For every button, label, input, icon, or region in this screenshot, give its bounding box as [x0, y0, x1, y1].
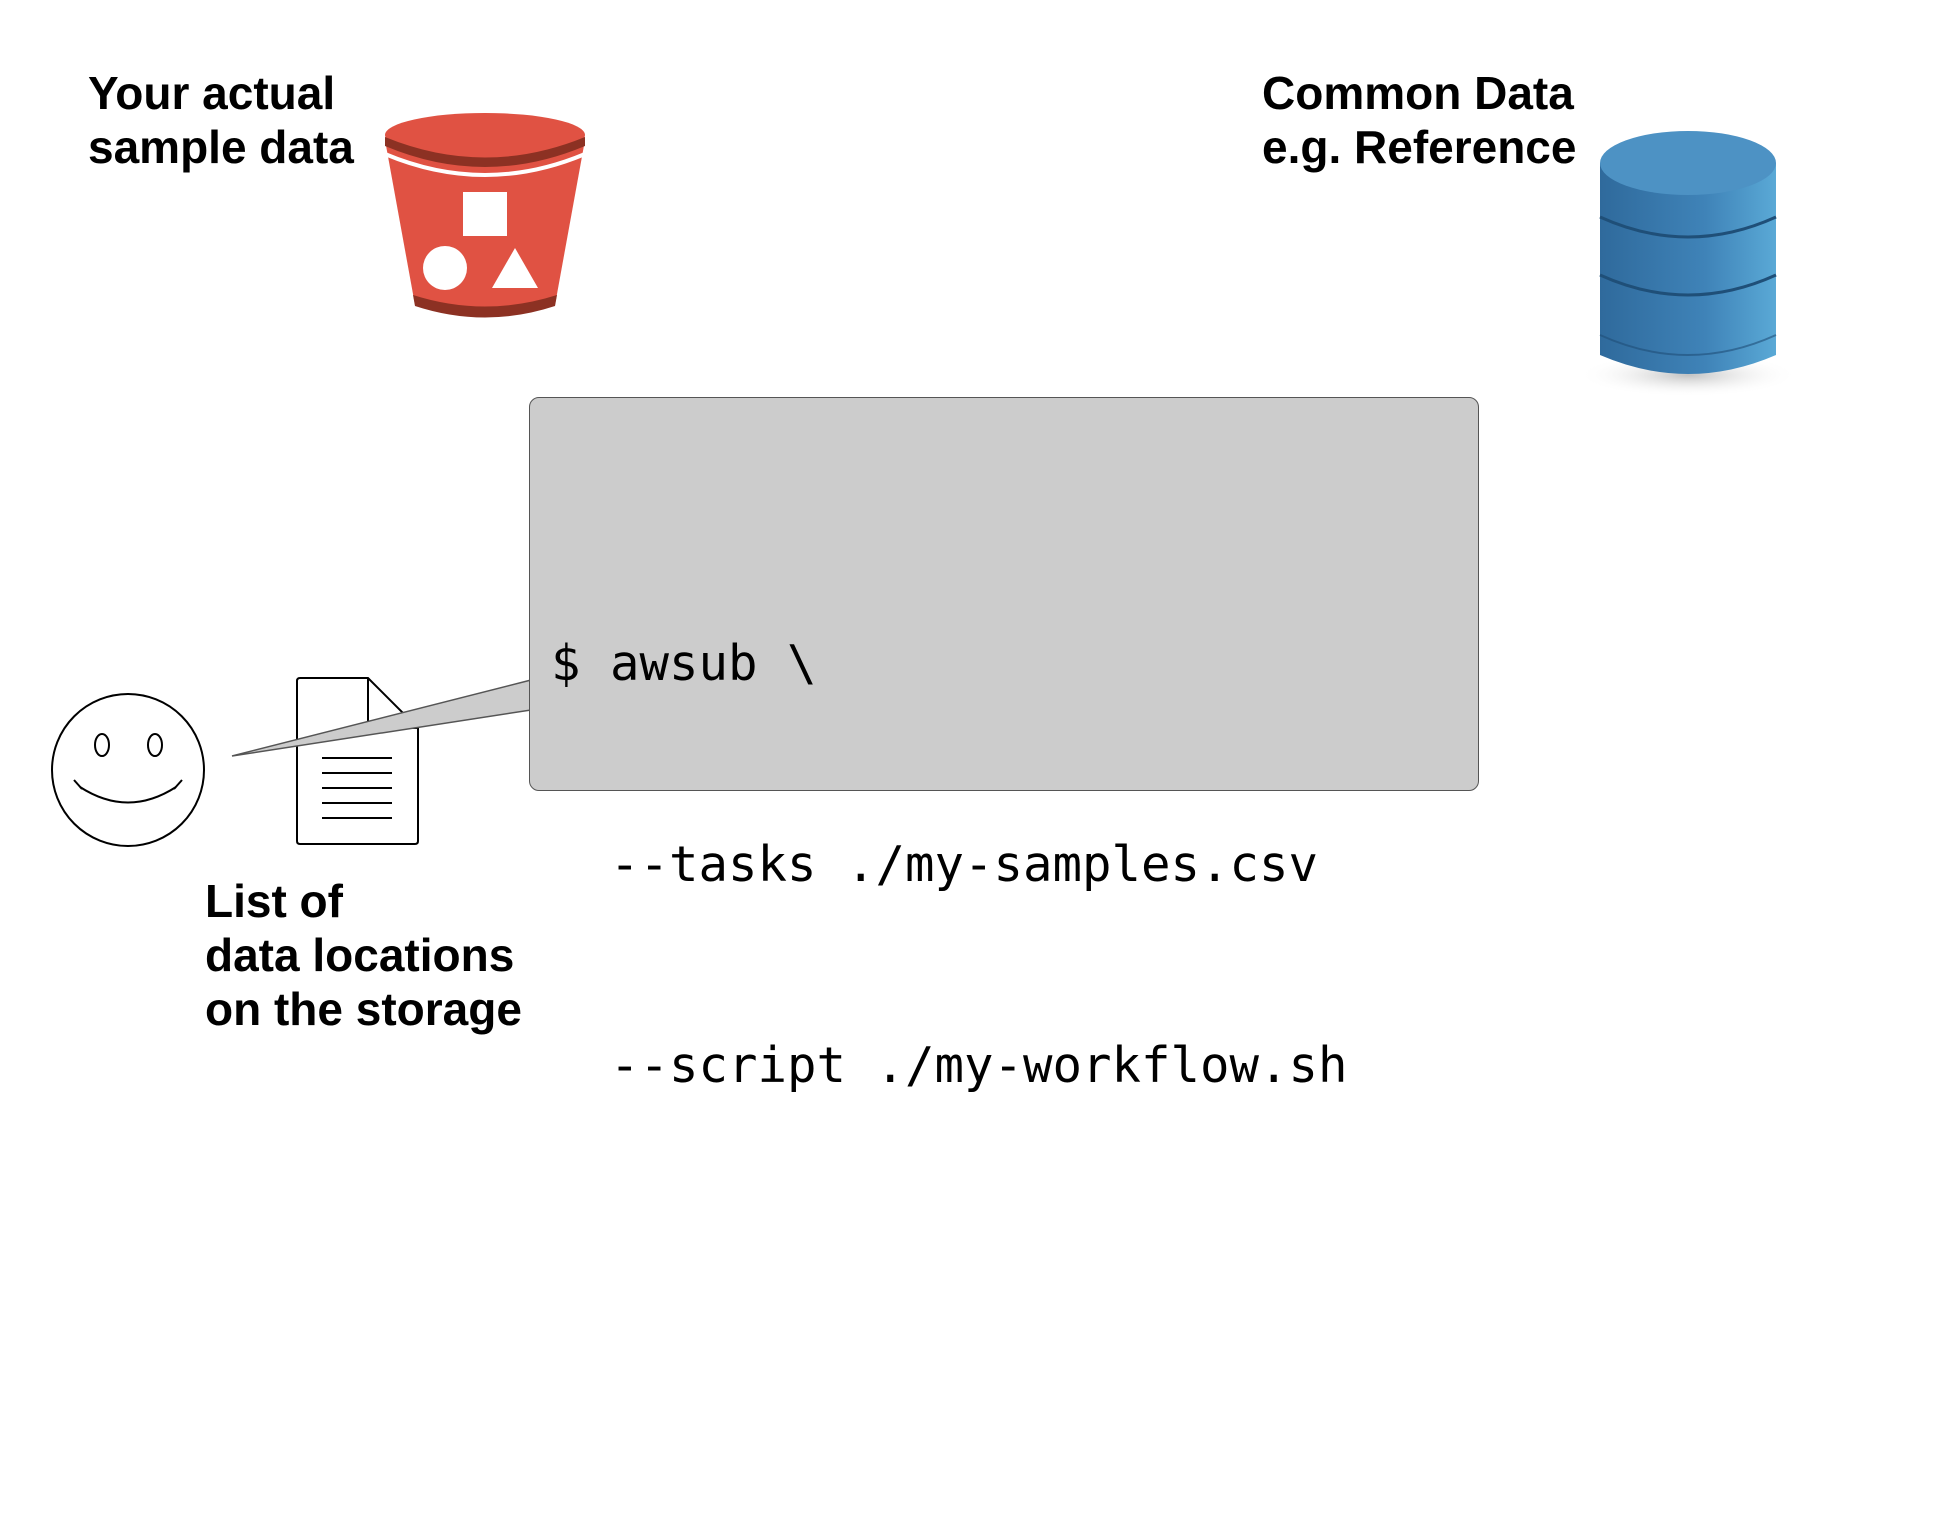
sample-data-label-line: Your actual — [88, 67, 336, 119]
smiley-icon — [51, 693, 205, 847]
data-list-label-line: on the storage — [205, 983, 522, 1035]
database-icon — [1578, 131, 1798, 397]
data-list-label: List of data locations on the storage — [205, 874, 522, 1036]
command-line: --tasks ./my-samples.csv — [551, 836, 1319, 893]
data-list-label-line: data locations — [205, 929, 515, 981]
common-data-label: Common Data e.g. Reference — [1262, 66, 1576, 174]
command-line: --script ./my-workflow.sh — [551, 1037, 1348, 1094]
sample-data-label: Your actual sample data — [88, 66, 354, 174]
document-icon — [296, 677, 419, 845]
data-list-label-line: List of — [205, 875, 343, 927]
bucket-icon — [384, 113, 586, 318]
command-text: $ awsub \ --tasks ./my-samples.csv --scr… — [551, 496, 1348, 1233]
common-data-label-line: e.g. Reference — [1262, 121, 1577, 173]
sample-data-label-line: sample data — [88, 121, 354, 173]
common-data-label-line: Common Data — [1262, 67, 1574, 119]
command-line: $ awsub \ — [551, 635, 817, 692]
command-callout: $ awsub \ --tasks ./my-samples.csv --scr… — [529, 397, 1479, 1094]
